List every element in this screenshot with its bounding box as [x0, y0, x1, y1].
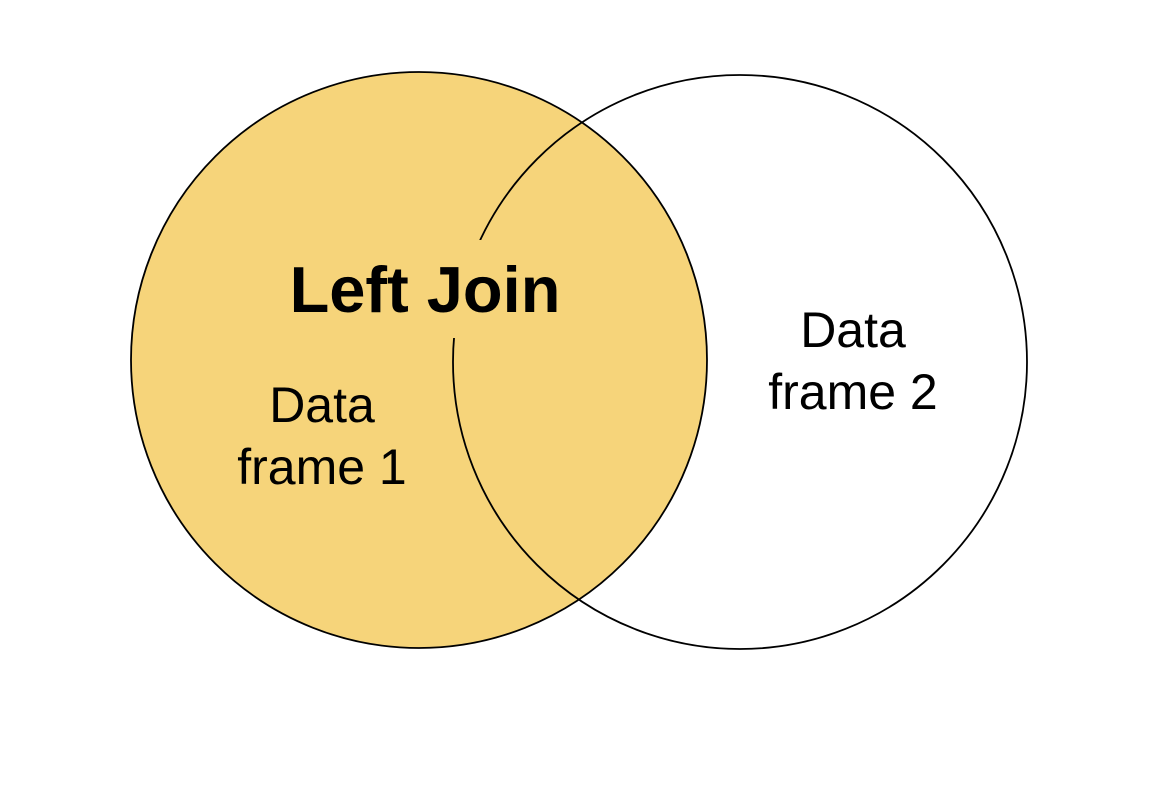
title-backdrop	[280, 240, 572, 338]
diagram-title: Left Join	[289, 253, 561, 326]
left-circle-label: Data frame 1	[237, 377, 407, 495]
right-circle-shape	[452, 74, 1028, 650]
right-circle-label: Data frame 2	[768, 302, 938, 420]
left-circle-shape	[130, 71, 708, 649]
